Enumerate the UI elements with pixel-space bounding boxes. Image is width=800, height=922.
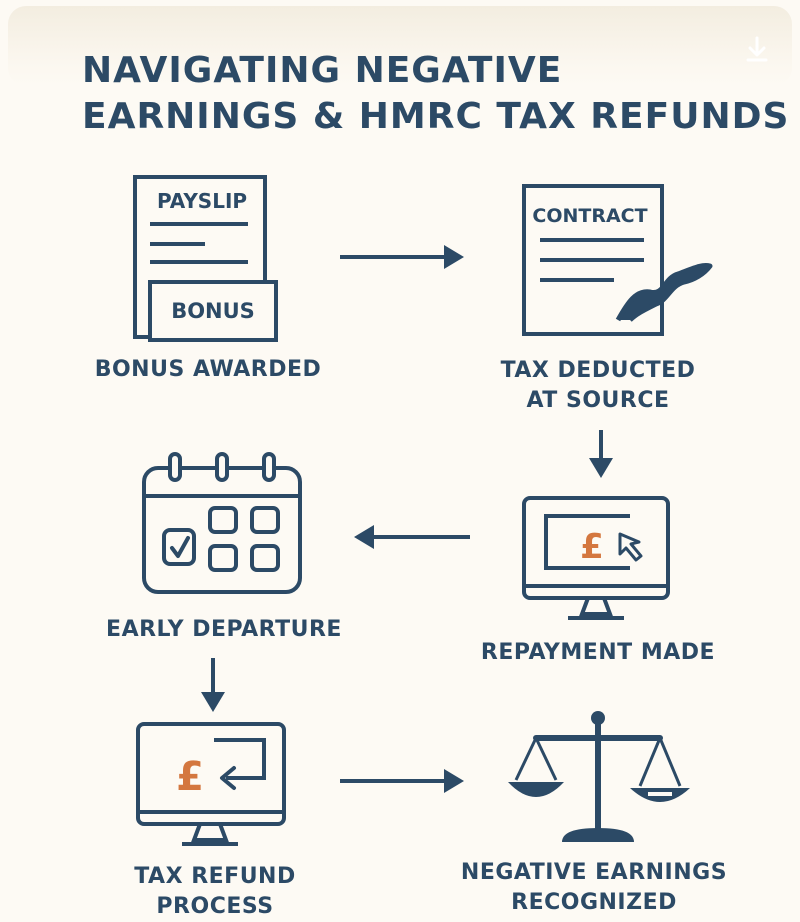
arrow-down bbox=[201, 658, 225, 712]
monitor-refund-icon: £ bbox=[136, 722, 286, 846]
payslip-icon: PAYSLIP BONUS bbox=[133, 175, 278, 342]
arrow-right bbox=[340, 245, 464, 269]
bonus-tag: BONUS bbox=[171, 299, 255, 323]
monitor-payment-icon: £ bbox=[522, 496, 670, 620]
pound-symbol: £ bbox=[580, 527, 604, 567]
calendar-icon bbox=[142, 452, 302, 594]
contract-header: CONTRACT bbox=[532, 205, 647, 227]
title-line-2: EARNINGS & HMRC TAX REFUNDS bbox=[82, 96, 790, 137]
page-title: NAVIGATING NEGATIVE EARNINGS & HMRC TAX … bbox=[82, 48, 789, 140]
tax-refund-process-label: TAX REFUND PROCESS bbox=[134, 864, 296, 919]
payslip-header: PAYSLIP bbox=[157, 189, 247, 213]
title-line-1: NAVIGATING NEGATIVE bbox=[82, 50, 563, 91]
arrow-left bbox=[354, 525, 470, 549]
scales-icon bbox=[508, 711, 690, 842]
pound-symbol: £ bbox=[176, 754, 204, 800]
download-icon[interactable] bbox=[742, 34, 772, 64]
arrow-right bbox=[340, 769, 464, 793]
bonus-awarded-label: BONUS AWARDED bbox=[94, 357, 322, 382]
early-departure-label: EARLY DEPARTURE bbox=[106, 617, 342, 642]
arrow-down bbox=[589, 430, 613, 478]
header-background bbox=[8, 6, 792, 86]
tax-deducted-label: TAX DEDUCTED AT SOURCE bbox=[500, 358, 696, 413]
negative-earnings-label: NEGATIVE EARNINGS RECOGNIZED bbox=[460, 860, 728, 915]
repayment-made-label: REPAYMENT MADE bbox=[480, 640, 716, 665]
contract-icon: CONTRACT bbox=[522, 184, 713, 336]
